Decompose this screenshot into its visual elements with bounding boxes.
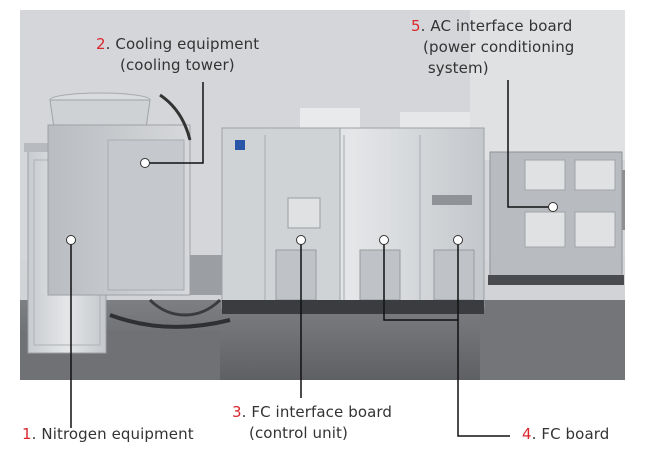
label-number: 2 [96, 35, 106, 53]
label-subtext: (power conditioning [423, 38, 575, 56]
dot-4a [379, 235, 389, 245]
label-subtext-2: system) [423, 59, 489, 77]
dot-3 [296, 235, 306, 245]
label-text: . Cooling equipment [105, 35, 260, 53]
label-number: 1 [22, 425, 32, 443]
leader-line-2 [145, 82, 204, 164]
callout-dots [66, 158, 558, 245]
label-ac-interface-board: 5. AC interface board (power conditioning… [411, 16, 574, 79]
rooftop-units [300, 108, 470, 130]
dot-2 [140, 158, 150, 168]
label-number: 3 [232, 403, 242, 421]
leader-lines [70, 80, 553, 437]
label-fc-interface-board: 3. FC interface board (control unit) [232, 402, 392, 444]
dot-4b [453, 235, 463, 245]
label-text: . FC board [531, 425, 610, 443]
leader-line-5 [507, 80, 553, 208]
fc-cabinet [221, 127, 485, 314]
ac-interface-units [488, 151, 624, 285]
label-text: . FC interface board [241, 403, 393, 421]
label-nitrogen-equipment: 1. Nitrogen equipment [22, 424, 194, 445]
label-cooling-equipment: 2. Cooling equipment (cooling tower) [96, 34, 259, 76]
label-subtext: (cooling tower) [120, 56, 235, 74]
label-text: . AC interface board [420, 17, 573, 35]
dot-1 [66, 235, 76, 245]
label-number: 5 [411, 17, 421, 35]
dot-5 [548, 202, 558, 212]
label-number: 4 [522, 425, 532, 443]
label-fc-board: 4. FC board [522, 424, 609, 445]
label-text: . Nitrogen equipment [31, 425, 194, 443]
label-subtext: (control unit) [249, 424, 348, 442]
